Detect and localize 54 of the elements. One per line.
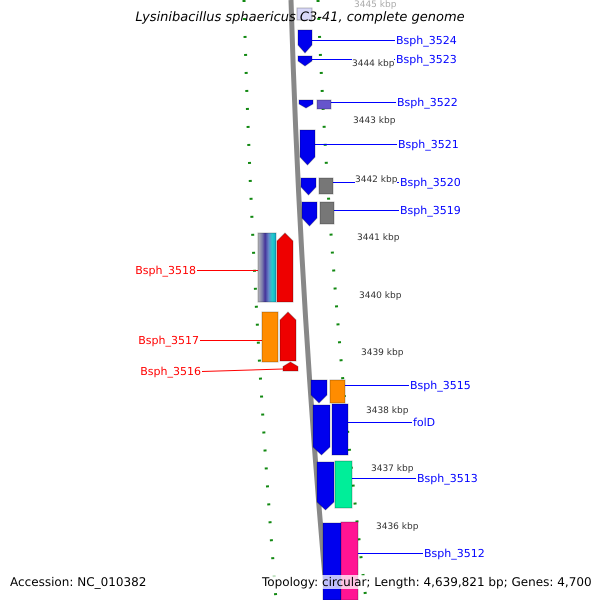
leader-line xyxy=(348,422,412,423)
gene-block xyxy=(317,100,331,109)
scale-label: 3444 kbp xyxy=(352,59,394,70)
scale-label: 3436 kbp xyxy=(376,522,418,533)
leader-line xyxy=(202,368,284,372)
gene-label: Bsph_3519 xyxy=(400,204,461,217)
gene-label: folD xyxy=(413,416,436,429)
gene-feature xyxy=(299,100,313,108)
scale-label: 3441 kbp xyxy=(357,233,400,244)
title: Lysinibacillus sphaericus C3-41, complete genome xyxy=(134,10,466,25)
gene-label: Bsph_3523 xyxy=(396,53,457,66)
gene-block xyxy=(262,312,278,362)
gene-label: Bsph_3520 xyxy=(400,176,461,189)
leader-line xyxy=(334,210,400,211)
gene-feature xyxy=(300,130,315,165)
scale-label: 3442 kbp xyxy=(355,175,398,186)
scale-label: 3439 kbp xyxy=(361,348,404,359)
gene-feature xyxy=(301,178,316,195)
leader-line xyxy=(358,553,424,554)
gene-label: Bsph_3512 xyxy=(424,547,485,560)
leader-line xyxy=(200,340,262,341)
gene-label: Bsph_3522 xyxy=(397,96,458,109)
scale-label: 3437 kbp xyxy=(371,464,414,475)
gene-block xyxy=(258,233,276,302)
leader-line xyxy=(196,270,258,271)
gene-block xyxy=(330,380,345,403)
scale-label: 3445 kbp xyxy=(354,0,396,11)
accession-text: Accession: NC_010382 xyxy=(10,575,146,589)
leader-line xyxy=(352,478,416,479)
gene-feature xyxy=(311,380,327,403)
gene-label: Bsph_3516 xyxy=(140,365,201,378)
gene-feature xyxy=(298,56,312,66)
gene-feature xyxy=(317,462,334,510)
gene-block xyxy=(320,202,334,224)
leader-line xyxy=(312,40,396,41)
gene-block xyxy=(319,178,333,194)
gene-block xyxy=(335,461,352,508)
leader-line xyxy=(314,144,398,145)
scale-label: 3443 kbp xyxy=(353,116,396,127)
gene-label: Bsph_3524 xyxy=(396,34,457,47)
gene-label: Bsph_3517 xyxy=(138,334,199,347)
gene-feature xyxy=(298,30,312,53)
scale-label: 3440 kbp xyxy=(359,291,402,302)
genome-info-text: Topology: circular; Length: 4,639,821 bp; Genes: 4,700 xyxy=(262,575,592,589)
gene-label: Bsph_3515 xyxy=(410,379,471,392)
leader-line xyxy=(344,385,410,386)
gene-label: Bsph_3521 xyxy=(398,138,459,151)
gene-block xyxy=(332,404,348,455)
leader-line xyxy=(330,102,396,103)
gene-feature xyxy=(302,202,317,226)
gene-label: Bsph_3518 xyxy=(135,264,196,277)
gene-label: Bsph_3513 xyxy=(417,472,478,485)
gene-feature xyxy=(277,233,293,302)
scale-label: 3438 kbp xyxy=(366,406,408,417)
